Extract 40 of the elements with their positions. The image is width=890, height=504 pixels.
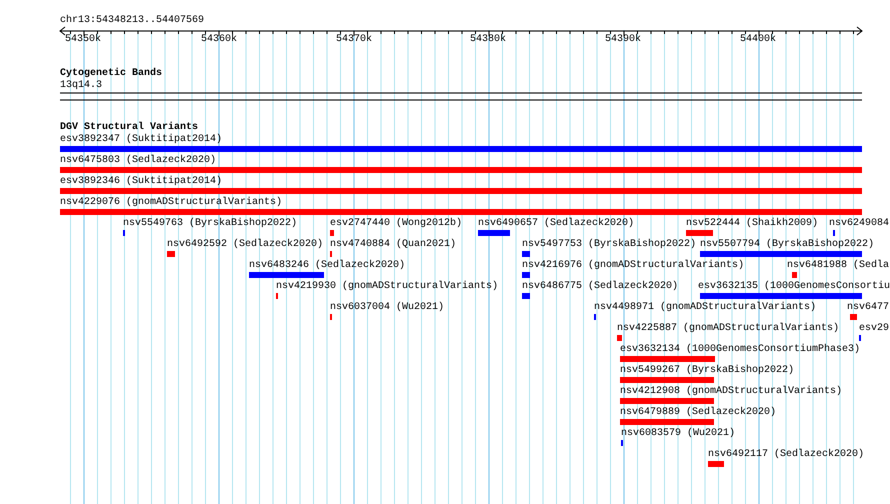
tick-label: 54350k: [65, 34, 102, 46]
variant-label: nsv4219930 (gnomADStructuralVariants): [276, 281, 498, 293]
track-title: DGV Structural Variants: [60, 122, 198, 134]
variant-label: nsv5507794 (ByrskaBishop2022): [700, 239, 874, 251]
variant-label: nsv4216976 (gnomADStructuralVariants): [522, 260, 744, 272]
variant-label: nsv6475803 (Sedlazeck2020): [60, 155, 216, 167]
variant-label: nsv6083579 (Wu2021): [621, 428, 736, 440]
tick-label: 54370k: [336, 34, 372, 46]
tick-label: 54390k: [605, 34, 642, 46]
variant-label: nsv5499267 (ByrskaBishop2022): [620, 365, 794, 377]
variant-label: nsv6481988 (Sedla: [787, 260, 890, 272]
variant-label: esv3892346 (Suktitipat2014): [60, 176, 222, 188]
variant-label: nsv6492117 (Sedlazeck2020): [708, 449, 864, 461]
variant-label: nsv6479889 (Sedlazeck2020): [620, 407, 776, 419]
tick-label: 54360k: [201, 34, 238, 46]
tick-label: 54380k: [470, 34, 506, 46]
variant-label: nsv4498971 (gnomADStructuralVariants): [594, 302, 816, 314]
location-label: chr13:54348213..54407569: [60, 15, 204, 27]
variant-label: nsv6492592 (Sedlazeck2020): [167, 239, 324, 251]
variant-label: esv3892347 (Suktitipat2014): [60, 134, 222, 146]
variant-label: nsv522444 (Shaikh2009): [686, 218, 818, 230]
variant-label: nsv5497753 (ByrskaBishop2022): [522, 239, 696, 251]
variant-label: nsv4740884 (Quan2021): [330, 239, 456, 251]
variant-label: esv29: [859, 323, 890, 335]
variant-label: nsv6483246 (Sedlazeck2020): [249, 260, 406, 272]
track-title: Cytogenetic Bands: [60, 68, 162, 80]
variant-label: nsv4212908 (gnomADStructuralVariants): [620, 386, 842, 398]
variant-label: nsv5549763 (ByrskaBishop2022): [123, 218, 298, 230]
tick-label: 54400k: [740, 34, 776, 46]
band-label: 13q14.3: [60, 80, 102, 92]
variant-label: nsv6490657 (Sedlazeck2020): [478, 218, 634, 230]
variant-label: esv2747440 (Wong2012b): [330, 218, 462, 230]
variant-label: nsv4229076 (gnomADStructuralVariants): [60, 197, 282, 209]
variant-label: nsv6037004 (Wu2021): [330, 302, 444, 314]
variant-label: nsv6486775 (Sedlazeck2020): [522, 281, 678, 293]
variant-label: nsv6249084: [829, 218, 890, 230]
variant-label: esv3632135 (1000GenomesConsortiu: [698, 281, 890, 293]
variant-label: nsv6477: [847, 302, 890, 314]
variant-label: esv3632134 (1000GenomesConsortiumPhase3): [620, 344, 860, 356]
variant-label: nsv4225887 (gnomADStructuralVariants): [617, 323, 840, 335]
